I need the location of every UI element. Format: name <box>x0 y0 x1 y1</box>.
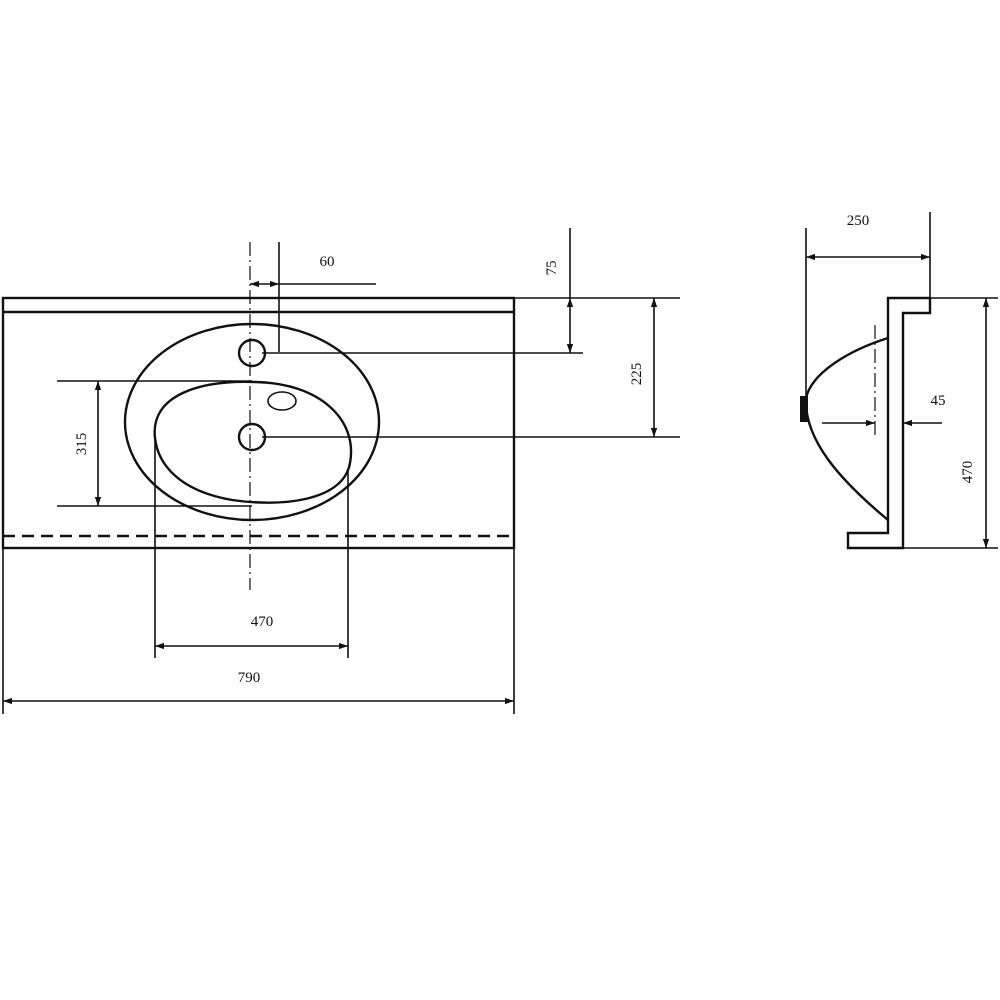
dim-h470-label: 470 <box>960 461 976 484</box>
basin-outer-rim <box>123 322 381 522</box>
countertop-outline <box>1 296 516 550</box>
dim-45-label: 45 <box>931 393 946 409</box>
dim-790-label: 790 <box>238 670 261 686</box>
drain-hole <box>237 422 267 452</box>
side-bowl-curve <box>804 336 889 521</box>
basin-inner-bowl <box>153 380 353 504</box>
overflow-slot <box>267 391 297 411</box>
dim-225-label: 225 <box>629 363 645 386</box>
dim-250-label: 250 <box>847 213 870 229</box>
faucet-hole <box>237 338 267 368</box>
dim-60-label: 60 <box>320 254 335 270</box>
dim-315-label: 315 <box>74 433 90 456</box>
dim-470-label: 470 <box>251 614 274 630</box>
dim-75-label: 75 <box>544 261 560 276</box>
front-view: 60 75 225 315 470 790 <box>1 228 680 714</box>
side-view: 250 45 470 <box>800 212 998 550</box>
side-drain-stub <box>800 396 808 422</box>
